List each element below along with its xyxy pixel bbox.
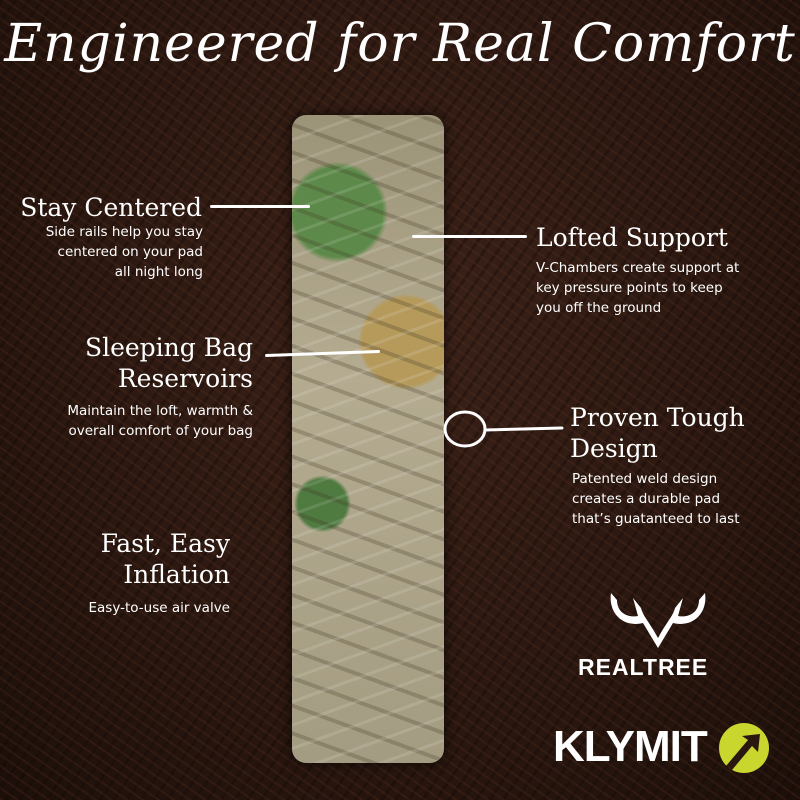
arrow-icon [412,235,527,238]
text-line: Maintain the loft, warmth & [67,403,253,419]
text-line: you off the ground [536,300,662,316]
feature-text-fast-easy-inflation: Easy-to-use air valve [30,598,231,618]
text-line: creates a durable pad [572,491,721,507]
feature-heading-fast-easy-inflation: Fast, Easy Inflation [50,528,230,590]
heading-line: Fast, Easy [100,529,230,558]
text-line: Side rails help you stay [45,224,203,240]
heading-line: Inflation [123,560,230,589]
heading-line: Proven Tough [570,403,745,432]
feature-text-sleeping-bag-reservoirs: Maintain the loft, warmth & overall comf… [20,401,253,441]
feature-text-stay-centered: Side rails help you stay centered on you… [10,222,203,282]
realtree-logo-text: REALTREE [578,654,709,680]
page-title: Engineered for Real Comfort [4,14,796,74]
feature-text-proven-tough-design: Patented weld design creates a durable p… [572,469,792,529]
heading-line: Design [570,434,658,463]
text-line: Patented weld design [572,471,718,487]
text-line: Easy-to-use air valve [88,600,231,616]
weld-circle-icon [443,410,564,448]
heading-line: Sleeping Bag [84,333,253,362]
sleeping-pad-image [292,115,444,763]
klymit-logo-text: KLYMIT [553,722,708,771]
klymit-logo-icon [719,723,769,773]
arrow-icon [210,205,310,208]
text-line: all night long [114,264,203,280]
text-line: that’s guatanteed to last [572,511,740,527]
feature-heading-stay-centered: Stay Centered [20,193,202,222]
realtree-antler-logo-icon [610,593,706,648]
feature-heading-proven-tough-design: Proven Tough Design [570,402,745,464]
feature-heading-lofted-support: Lofted Support [536,223,728,252]
text-line: key pressure points to keep [536,280,723,296]
heading-line: Reservoirs [117,364,253,393]
text-line: overall comfort of your bag [68,423,253,439]
text-line: V-Chambers create support at [536,260,740,276]
feature-heading-sleeping-bag-reservoirs: Sleeping Bag Reservoirs [40,332,253,394]
feature-text-lofted-support: V-Chambers create support at key pressur… [536,258,796,318]
text-line: centered on your pad [57,244,203,260]
